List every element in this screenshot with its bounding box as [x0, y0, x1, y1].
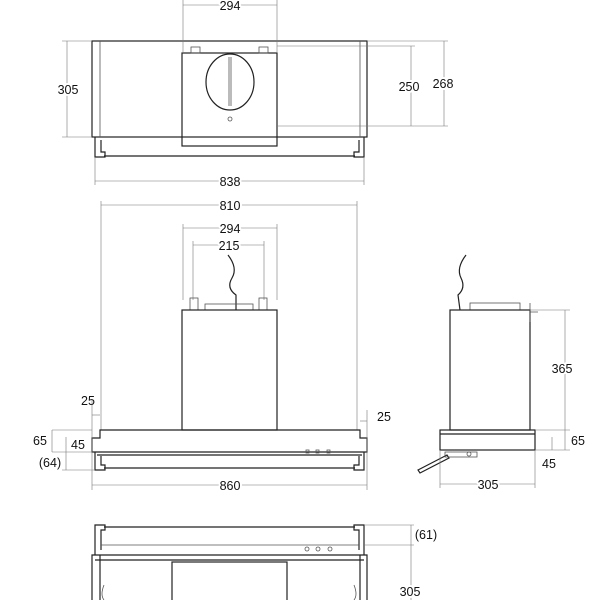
side-view: 365 65 45 305: [417, 254, 585, 494]
dim-front-body-height: 45: [71, 438, 85, 452]
front-view: 810 294 215 25 25 65 45 (64) 860: [33, 197, 391, 495]
dim-top-chimney-depth: 250: [399, 80, 420, 94]
dim-top-chimney-width: 294: [220, 0, 241, 13]
dim-side-body-height: 45: [542, 457, 556, 471]
dim-front-hood-height: 65: [33, 434, 47, 448]
chimney-outline: [181, 52, 278, 147]
power-cable: [227, 254, 237, 310]
dim-top-depth: 268: [433, 77, 454, 91]
dim-front-inset-right: 25: [377, 410, 391, 424]
dim-side-hood-height: 65: [571, 434, 585, 448]
dim-front-chimney-width: 294: [220, 222, 241, 236]
dim-front-cable-spacing: 215: [219, 239, 240, 253]
dim-front-tray-height: (64): [39, 456, 61, 470]
top-view: 294 305 250 268 838: [56, 0, 455, 191]
bottom-view: (61) 305: [91, 524, 437, 600]
dim-front-width-top: 810: [220, 199, 241, 213]
dim-top-height: 305: [58, 83, 79, 97]
dim-bottom-tray-depth: (61): [415, 528, 437, 542]
chimney-front: [181, 309, 278, 431]
dim-front-width: 860: [220, 479, 241, 493]
dim-bottom-depth: 305: [400, 585, 421, 599]
tray-handle: [417, 454, 450, 474]
duct-outlet: [205, 53, 255, 111]
dim-top-width: 838: [220, 175, 241, 189]
dim-side-depth: 305: [478, 478, 499, 492]
dim-front-inset-left: 25: [81, 394, 95, 408]
power-cable-side: [457, 254, 467, 311]
dim-side-chimney-height: 365: [552, 362, 573, 376]
